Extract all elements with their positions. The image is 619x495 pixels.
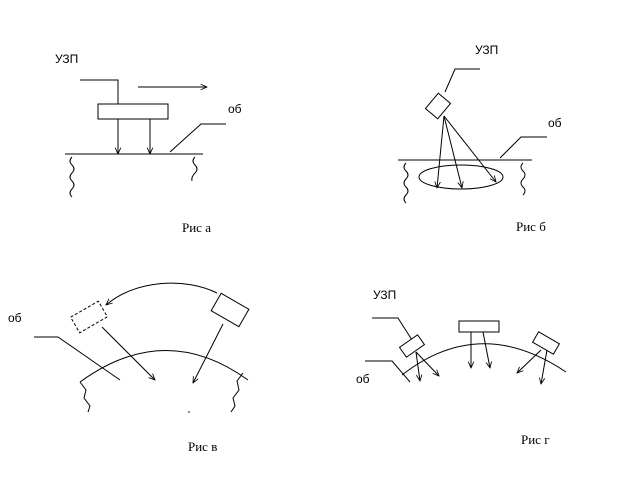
caption-b: Рис б: [516, 219, 546, 234]
beam-g-6: [541, 349, 548, 384]
object-label-b: об: [548, 116, 562, 130]
object-leader-a: [169, 123, 226, 153]
object-leader-g: [365, 360, 411, 383]
curved-surface-g: [401, 343, 567, 376]
beam-b-2: [443, 115, 462, 188]
break-line-v-right: [230, 372, 244, 413]
probe-v-initial: [69, 300, 109, 334]
object-label-g: об: [356, 372, 370, 386]
curved-surface-v: [79, 350, 249, 383]
break-line-a-right: [191, 156, 198, 182]
caption-a: Рис а: [182, 220, 211, 235]
object-label-a: об: [228, 102, 242, 116]
beam-g-1: [415, 351, 420, 381]
beam-g-4: [482, 331, 490, 368]
probe-label-g: УЗП: [373, 288, 396, 302]
break-line-v-left: [79, 381, 91, 413]
movement-arc-v: [106, 282, 218, 305]
probe-leader-a: [80, 79, 119, 104]
break-line-b-right: [520, 162, 526, 196]
probe-g-3: [531, 331, 561, 355]
object-leader-b: [499, 136, 547, 159]
caption-v: Рис в: [188, 439, 217, 454]
probe-a: [97, 103, 169, 120]
probe-g-1: [398, 334, 426, 358]
probe-label-b: УЗП: [475, 43, 498, 57]
probe-v-final: [210, 292, 250, 328]
beam-g-5: [517, 349, 542, 373]
object-label-v: об: [8, 311, 22, 325]
figure-b: УЗП об Рис б: [398, 43, 562, 234]
sound-field-b: [418, 164, 504, 190]
figure-v: об Рис в: [8, 282, 250, 454]
break-line-a-left: [69, 156, 75, 198]
probe-label-a: УЗП: [55, 52, 78, 66]
object-leader-v: [34, 336, 121, 381]
break-line-b-left: [403, 162, 409, 204]
probe-b: [424, 92, 452, 120]
figure-a: УЗП об Рис а: [55, 52, 242, 235]
probe-leader-g: [372, 317, 413, 341]
caption-g: Рис г: [521, 432, 550, 447]
dot-v: [188, 411, 190, 413]
beam-v-1: [101, 326, 155, 380]
probe-leader-b: [444, 68, 480, 93]
beam-b-1: [437, 115, 445, 188]
beam-b-3: [443, 115, 496, 182]
probe-g-2: [458, 320, 500, 333]
beam-g-2: [415, 351, 439, 376]
figure-g: УЗП об Рис г: [356, 288, 567, 447]
beam-v-2: [193, 323, 224, 383]
